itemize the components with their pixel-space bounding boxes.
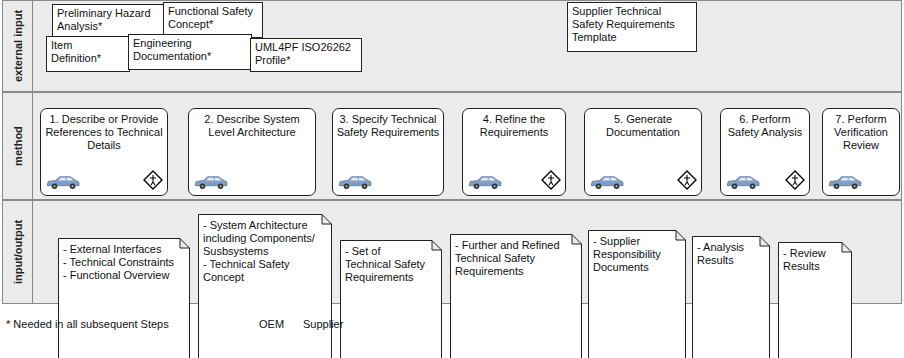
node-text: 5. Generate Documentation (588, 113, 698, 139)
node-text: Functional Safety Concept* (168, 5, 258, 31)
process-step: 7. Perform Verification Review (822, 108, 900, 196)
swimlane-band: method 1. Describe or Provide References … (2, 92, 902, 200)
note-shape (693, 237, 770, 358)
node-text: 3. Specify Technical Safety Requirements (336, 113, 440, 139)
output-document: - Supplier Responsibility Documents (588, 230, 686, 358)
note-shape (589, 231, 686, 358)
band-label: input/output (3, 201, 33, 303)
node-text: Preliminary Hazard Analysis* (57, 7, 159, 33)
note-outline (340, 240, 442, 358)
node-text: 4. Refine the Requirements (466, 113, 562, 139)
node-text: UML4PF ISO26262 Profile* (255, 41, 357, 67)
output-document: - System Architecture including Componen… (198, 214, 332, 358)
oem-icon (339, 177, 371, 189)
node-text: - Supplier Responsibility Documents (593, 235, 673, 274)
supplier-icon (786, 171, 804, 189)
node-text: 7. Perform Verification Review (826, 113, 896, 152)
note-shape (341, 241, 442, 358)
node-text: - External Interfaces (63, 243, 177, 256)
node-text: - Analysis Results (697, 241, 757, 267)
oem-icon (469, 177, 501, 189)
node-text: - Set of Technical Safety Requirements (345, 245, 429, 284)
node-text: 1. Describe or Provide References to Tec… (44, 113, 164, 152)
output-document: - Analysis Results (692, 236, 770, 358)
input-document: UML4PF ISO26262 Profile* (250, 38, 362, 72)
node-text: Supplier Technical Safety Requirements T… (572, 5, 692, 44)
process-step: 4. Refine the Requirements (462, 108, 566, 196)
supplier-icon (678, 171, 696, 189)
output-document: - External Interfaces- Technical Constra… (58, 238, 190, 358)
node-text: - Technical Constraints (63, 256, 177, 269)
node-text: - Technical Safety Concept (203, 258, 319, 284)
swimlane-band: input/output- External Interfaces- Techn… (2, 200, 902, 304)
band-label: method (3, 93, 33, 199)
input-document: Functional Safety Concept* (163, 2, 263, 38)
oem-icon (829, 177, 861, 189)
process-step: 3. Specify Technical Safety Requirements (332, 108, 444, 196)
process-step: 1. Describe or Provide References to Tec… (40, 108, 168, 196)
legend-text: OEM (259, 317, 284, 331)
node-text: Engineering Documentation* (133, 37, 247, 63)
oem-icon (195, 177, 227, 189)
band-label: external input (3, 1, 33, 91)
node-text: - Review Results (783, 247, 839, 273)
note-shape (451, 235, 582, 358)
output-document: - Set of Technical Safety Requirements (340, 240, 442, 358)
oem-icon (591, 177, 623, 189)
process-step: 2. Describe System Level Architecture (188, 108, 316, 196)
output-document: - Review Results (778, 242, 852, 358)
step-icons (41, 169, 167, 193)
supplier-icon (542, 171, 560, 189)
node-text: Item Definition* (51, 39, 125, 65)
oem-icon (727, 177, 759, 189)
note-shape (779, 243, 852, 358)
input-document: Supplier Technical Safety Requirements T… (567, 2, 697, 52)
step-icons (721, 169, 809, 193)
oem-icon (47, 177, 79, 189)
process-step: 6. Perform Safety Analysis (720, 108, 810, 196)
step-icons (585, 169, 701, 193)
note-outline (778, 242, 852, 358)
step-icons (333, 169, 443, 193)
step-icons (823, 169, 899, 193)
supplier-icon (144, 171, 162, 189)
input-document: Engineering Documentation* (128, 34, 252, 70)
legend-text: Supplier (303, 317, 343, 331)
process-step: 5. Generate Documentation (584, 108, 702, 196)
node-text: - System Architecture including Componen… (203, 219, 319, 258)
output-document: - Further and Refined Technical Safety R… (450, 234, 582, 358)
note-shape (59, 239, 190, 358)
step-icons (189, 169, 315, 193)
swimlane-band: external input Preliminary Hazard Analysi… (2, 0, 902, 92)
node-text: 2. Describe System Level Architecture (192, 113, 312, 139)
step-icons (463, 169, 565, 193)
footnote: * Needed in all subsequent Steps (6, 317, 169, 331)
input-document: Item Definition* (46, 36, 130, 72)
node-text: - Further and Refined Technical Safety R… (455, 239, 569, 278)
node-text: 6. Perform Safety Analysis (724, 113, 806, 139)
note-shape (199, 215, 332, 358)
node-text: - Functional Overview (63, 269, 177, 282)
